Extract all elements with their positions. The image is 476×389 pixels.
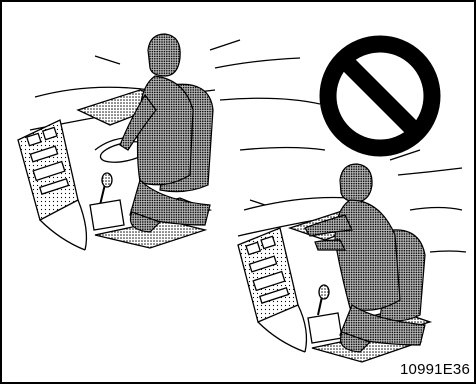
figure-code-label: 10991E36 [400,361,470,378]
